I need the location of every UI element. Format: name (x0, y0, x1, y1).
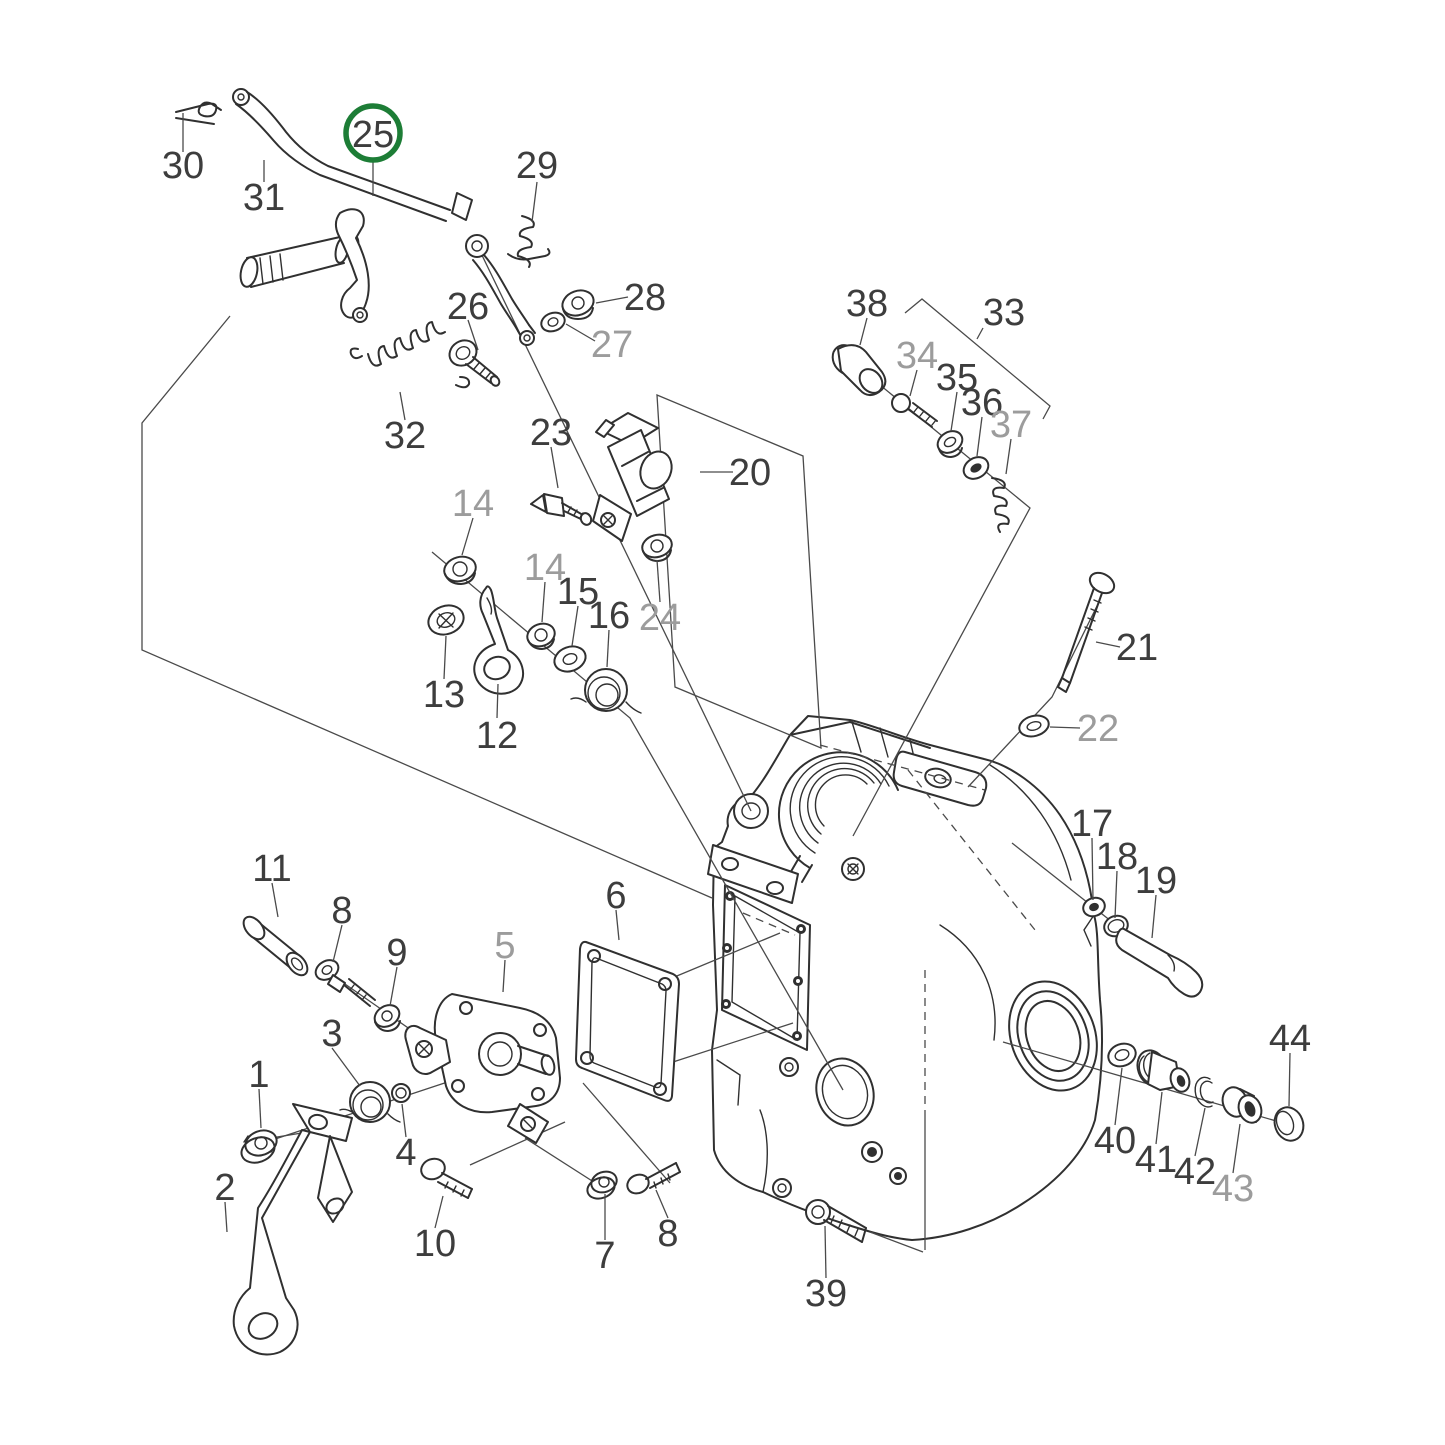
part-4-oring-drawing (391, 1083, 411, 1103)
part-35-washer-drawing (936, 430, 964, 458)
highlight-circle-part-25 (343, 103, 403, 163)
part-label-32: 32 (384, 415, 426, 457)
part-9-nut-drawing (373, 1004, 401, 1032)
part-label-3: 3 (321, 1013, 342, 1055)
part-label-5: 5 (494, 925, 515, 967)
part-24-nut-drawing (641, 533, 673, 562)
part-label-38: 38 (846, 283, 888, 325)
part-label-43: 43 (1212, 1168, 1254, 1210)
part-label-25: 25 (352, 114, 394, 156)
part-label-15: 15 (557, 571, 599, 613)
part-11-pin-drawing (242, 915, 309, 977)
part-label-33: 33 (983, 292, 1025, 334)
label-leader-lines (182, 113, 1291, 1279)
part-label-8a: 8 (331, 890, 352, 932)
part-label-28: 28 (624, 277, 666, 319)
part-label-19: 19 (1135, 860, 1177, 902)
part-28-nut-drawing (561, 289, 595, 320)
part-label-30: 30 (162, 145, 204, 187)
part-44-cap-drawing (1273, 1106, 1305, 1142)
part-37-spring-drawing (991, 477, 1010, 533)
part-label-14a: 14 (452, 483, 494, 525)
part-22-washer-drawing (1018, 714, 1050, 738)
part-30-clip-drawing (175, 101, 222, 125)
part-label-34: 34 (896, 335, 938, 377)
part-29-spring-drawing (507, 215, 551, 268)
part-34-screw-drawing (891, 393, 938, 428)
part-label-9: 9 (386, 932, 407, 974)
part-23-switch-drawing (530, 493, 593, 526)
part-label-8b: 8 (657, 1213, 678, 1255)
part-13-washer-drawing (427, 604, 465, 636)
part-label-36: 36 (961, 382, 1003, 424)
part-label-26: 26 (447, 286, 489, 328)
part-26-screw-drawing (448, 339, 501, 387)
part-25-rod-drawing (232, 88, 536, 346)
part-40-washer-drawing (1107, 1042, 1137, 1068)
part-21-bolt-drawing (1057, 571, 1116, 693)
part-16-spring-drawing (570, 668, 642, 714)
part-19-lever-pin-drawing (1115, 927, 1204, 998)
part-label-10: 10 (414, 1223, 456, 1265)
part-label-17: 17 (1071, 803, 1113, 845)
part-label-12: 12 (476, 715, 518, 757)
part-label-29: 29 (516, 145, 558, 187)
part-8a-bolt-drawing (314, 959, 376, 1007)
part-31-shaft-drawing (239, 208, 370, 323)
part-6-gasket-drawing (575, 940, 680, 1102)
part-label-14b: 14 (524, 547, 566, 589)
part-label-16: 16 (588, 595, 630, 637)
part-label-24: 24 (639, 597, 681, 639)
part-label-6: 6 (605, 875, 626, 917)
part-label-35: 35 (936, 357, 978, 399)
part-label-42: 42 (1174, 1151, 1216, 1193)
part-39-bolt-drawing (805, 1199, 867, 1243)
part-32-spring-drawing (349, 321, 471, 389)
part-5-cover-drawing (404, 993, 561, 1144)
part-label-31: 31 (243, 177, 285, 219)
part-label-27: 27 (591, 324, 633, 366)
part-14b-nut-drawing (526, 622, 556, 650)
part-label-39: 39 (805, 1273, 847, 1315)
part-label-7: 7 (594, 1235, 615, 1277)
part-43-sleeve-drawing (1221, 1086, 1263, 1124)
port-bolt-holes (721, 891, 806, 1041)
part-label-23: 23 (530, 412, 572, 454)
part-20-solenoid-drawing (592, 412, 673, 542)
part-42-snap-ring-drawing (1194, 1076, 1214, 1108)
part-label-2: 2 (214, 1167, 235, 1209)
part-label-13: 13 (423, 674, 465, 716)
part-38-cap-drawing (831, 344, 887, 396)
part-8b-bolt-drawing (626, 1162, 681, 1195)
part-label-40: 40 (1094, 1120, 1136, 1162)
part-3-spring-drawing (339, 1081, 401, 1123)
part-label-11: 11 (252, 848, 291, 890)
part-label-44: 44 (1269, 1018, 1311, 1060)
part-10-bolt-drawing (420, 1157, 473, 1199)
part-17-washer-drawing (1082, 896, 1106, 918)
part-15-washer-drawing (553, 645, 587, 673)
part-7-nut-drawing (586, 1170, 618, 1200)
part-41-plug-drawing (1136, 1049, 1191, 1093)
part-label-20: 20 (729, 452, 771, 494)
part-27-washer-drawing (540, 311, 566, 333)
part-label-22: 22 (1077, 708, 1119, 750)
part-label-21: 21 (1116, 627, 1158, 669)
part-2-bracket-drawing (232, 1103, 353, 1356)
part-label-4: 4 (395, 1132, 416, 1174)
part-label-1: 1 (248, 1054, 269, 1096)
part-12-plate-drawing (473, 585, 524, 695)
part-1-nut-drawing (240, 1129, 278, 1164)
part-label-18: 18 (1096, 836, 1138, 878)
part-14a-nut-drawing (443, 555, 477, 585)
part-36-washer-drawing (962, 456, 990, 480)
part-housing-drawing (707, 715, 1104, 1250)
part-label-41: 41 (1135, 1139, 1177, 1181)
part-label-37: 37 (990, 404, 1032, 446)
